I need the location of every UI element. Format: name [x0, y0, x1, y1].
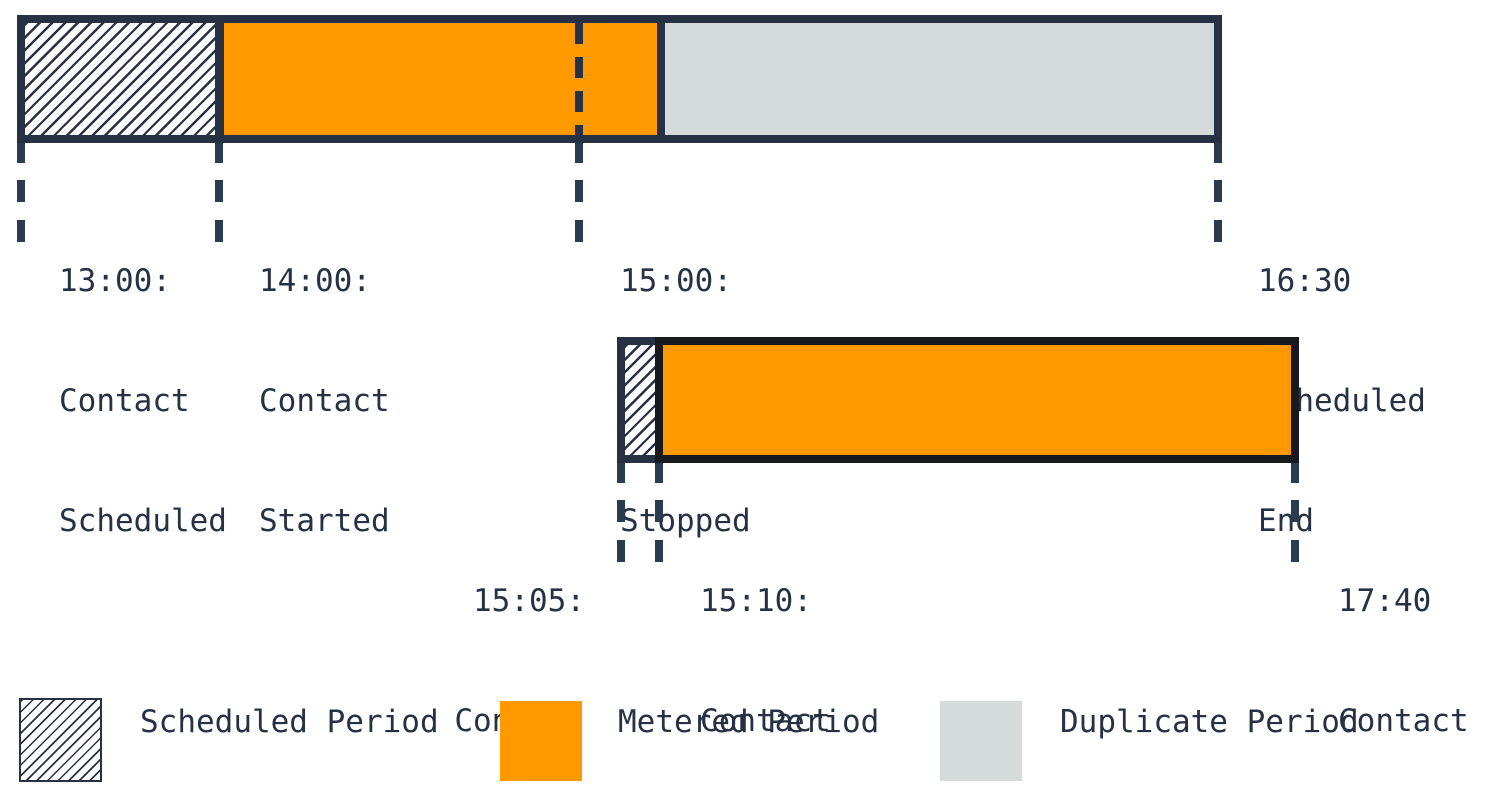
event-text: Contact — [1338, 703, 1469, 739]
legend-swatch-metered-period — [500, 701, 582, 781]
timeline-bar-first-contact — [17, 15, 1222, 143]
event-time: 14:00: — [259, 263, 371, 299]
scheduled-period-segment — [617, 337, 655, 463]
tick-13-00 — [17, 143, 25, 243]
event-text: Contact — [700, 703, 831, 739]
event-text: Contact — [59, 383, 190, 419]
event-time: 15:05: — [473, 583, 585, 619]
scheduled-period-segment — [25, 23, 215, 135]
event-time: 13:00: — [59, 263, 171, 299]
event-time: 16:30 — [1258, 263, 1352, 299]
event-label-contact-scheduled: 13:00: Contact Scheduled — [59, 181, 227, 621]
segment-divider — [215, 23, 224, 135]
event-time: 17:40 — [1338, 583, 1432, 619]
legend-label-metered-period: Metered Period — [618, 704, 880, 740]
event-text: Stopped — [620, 503, 751, 539]
legend-label-scheduled-period: Scheduled Period — [140, 704, 439, 740]
legend-swatch-scheduled-period — [19, 698, 102, 782]
legend-label-duplicate-period: Duplicate Period — [1060, 704, 1359, 740]
timeline-bar-second-contact — [617, 337, 1299, 463]
tick-16-30 — [1214, 143, 1222, 243]
event-text: Scheduled — [59, 503, 227, 539]
metered-period-segment — [224, 23, 657, 135]
event-label-contact-started: 14:00: Contact Started — [259, 181, 390, 621]
tick-15-05 — [617, 463, 625, 563]
duplicate-period-segment — [665, 23, 1214, 135]
event-text: End — [1258, 503, 1314, 539]
event-time: 15:10: — [700, 583, 812, 619]
tick-15-10 — [655, 463, 663, 563]
event-label-contact-started-2: 15:10: Contact Started — [700, 501, 831, 800]
tick-14-00 — [215, 143, 223, 243]
event-text: Contact — [259, 383, 390, 419]
event-label-contact-ended: 17:40 Contact Ended — [1338, 501, 1469, 800]
tick-15-00 — [575, 143, 583, 243]
tick-17-40 — [1291, 463, 1299, 563]
event-time: 15:00: — [620, 263, 732, 299]
legend-swatch-duplicate-period — [940, 701, 1022, 781]
contact-stopped-dashed-line — [575, 23, 583, 135]
segment-divider — [657, 23, 665, 135]
event-text: Started — [259, 503, 390, 539]
metered-period-segment — [655, 337, 1299, 463]
